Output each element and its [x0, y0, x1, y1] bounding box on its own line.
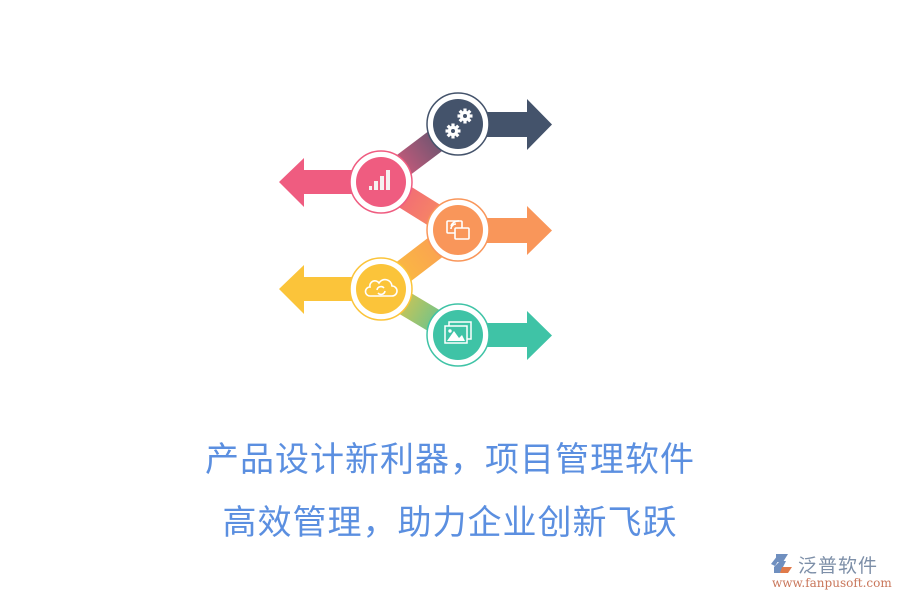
gears-icon — [445, 108, 473, 139]
step-5-circle — [426, 303, 490, 367]
headline-line-1: 产品设计新利器，项目管理软件 — [205, 440, 695, 480]
step-1-arrow-right — [458, 99, 552, 150]
logo-url: www.fanpusoft.com — [772, 576, 892, 590]
zigzag-arrow-infographic — [279, 92, 552, 367]
step-4-circle — [349, 257, 413, 321]
logo-mark-icon — [771, 554, 792, 573]
headline-line-2: 高效管理，助力企业创新飞跃 — [222, 503, 678, 543]
bar-chart-icon — [369, 170, 390, 190]
step-1-circle — [426, 92, 490, 156]
image-gallery-icon — [444, 321, 472, 344]
fanpu-logo: 泛普软件 www.fanpusoft.com — [770, 551, 895, 596]
step-3-circle — [426, 198, 490, 262]
cloud-sync-icon — [364, 278, 398, 297]
screen-cast-icon — [446, 220, 470, 240]
logo-name: 泛普软件 — [798, 555, 879, 577]
step-2-circle — [349, 150, 413, 214]
